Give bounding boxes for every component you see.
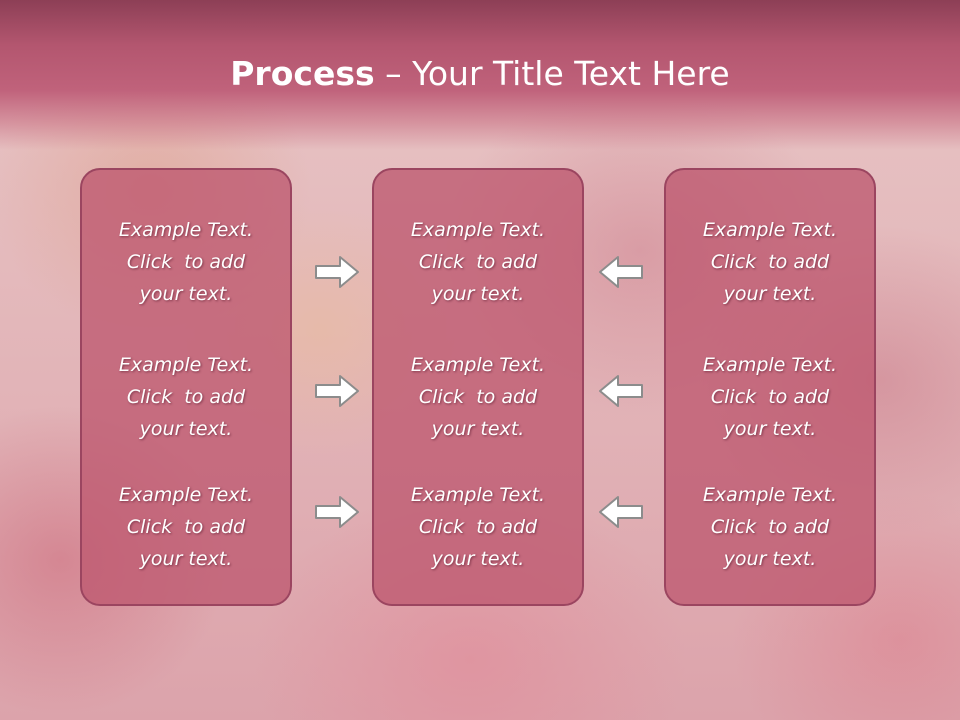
text-line: Example Text. [118, 484, 254, 506]
title-rest: – Your Title Text Here [374, 54, 730, 93]
text-line: Click to add [710, 386, 830, 408]
process-box-2[interactable]: Example Text. Click to add your text. Ex… [372, 168, 584, 606]
text-placeholder[interactable]: Example Text. Click to add your text. [374, 214, 582, 310]
text-line: Example Text. [118, 354, 254, 376]
text-line: your text. [139, 283, 233, 305]
arrow-left-icon[interactable] [598, 255, 644, 289]
text-line: Example Text. [702, 354, 838, 376]
slide-title[interactable]: Process – Your Title Text Here [0, 52, 960, 96]
text-placeholder[interactable]: Example Text. Click to add your text. [82, 349, 290, 445]
text-line: Click to add [710, 516, 830, 538]
text-line: Example Text. [702, 219, 838, 241]
text-line: Click to add [418, 516, 538, 538]
text-line: your text. [431, 418, 525, 440]
text-line: Click to add [710, 251, 830, 273]
text-placeholder[interactable]: Example Text. Click to add your text. [666, 479, 874, 575]
text-placeholder[interactable]: Example Text. Click to add your text. [374, 349, 582, 445]
arrow-left-icon[interactable] [598, 374, 644, 408]
text-line: Click to add [126, 251, 246, 273]
text-line: your text. [139, 418, 233, 440]
title-bold: Process [230, 54, 375, 93]
text-line: your text. [431, 283, 525, 305]
arrow-left-icon[interactable] [598, 495, 644, 529]
title-banner [0, 0, 960, 150]
arrow-right-icon[interactable] [314, 495, 360, 529]
text-line: your text. [139, 548, 233, 570]
text-line: Click to add [126, 386, 246, 408]
process-box-1[interactable]: Example Text. Click to add your text. Ex… [80, 168, 292, 606]
text-line: Example Text. [410, 354, 546, 376]
text-line: your text. [723, 418, 817, 440]
text-line: your text. [723, 548, 817, 570]
text-line: Example Text. [410, 484, 546, 506]
arrow-right-icon[interactable] [314, 374, 360, 408]
text-line: Example Text. [702, 484, 838, 506]
text-placeholder[interactable]: Example Text. Click to add your text. [374, 479, 582, 575]
text-line: your text. [723, 283, 817, 305]
text-line: Click to add [418, 386, 538, 408]
arrow-right-icon[interactable] [314, 255, 360, 289]
text-line: Example Text. [118, 219, 254, 241]
text-line: your text. [431, 548, 525, 570]
text-line: Click to add [418, 251, 538, 273]
text-line: Click to add [126, 516, 246, 538]
text-placeholder[interactable]: Example Text. Click to add your text. [666, 349, 874, 445]
process-box-3[interactable]: Example Text. Click to add your text. Ex… [664, 168, 876, 606]
text-placeholder[interactable]: Example Text. Click to add your text. [666, 214, 874, 310]
text-placeholder[interactable]: Example Text. Click to add your text. [82, 214, 290, 310]
text-placeholder[interactable]: Example Text. Click to add your text. [82, 479, 290, 575]
text-line: Example Text. [410, 219, 546, 241]
